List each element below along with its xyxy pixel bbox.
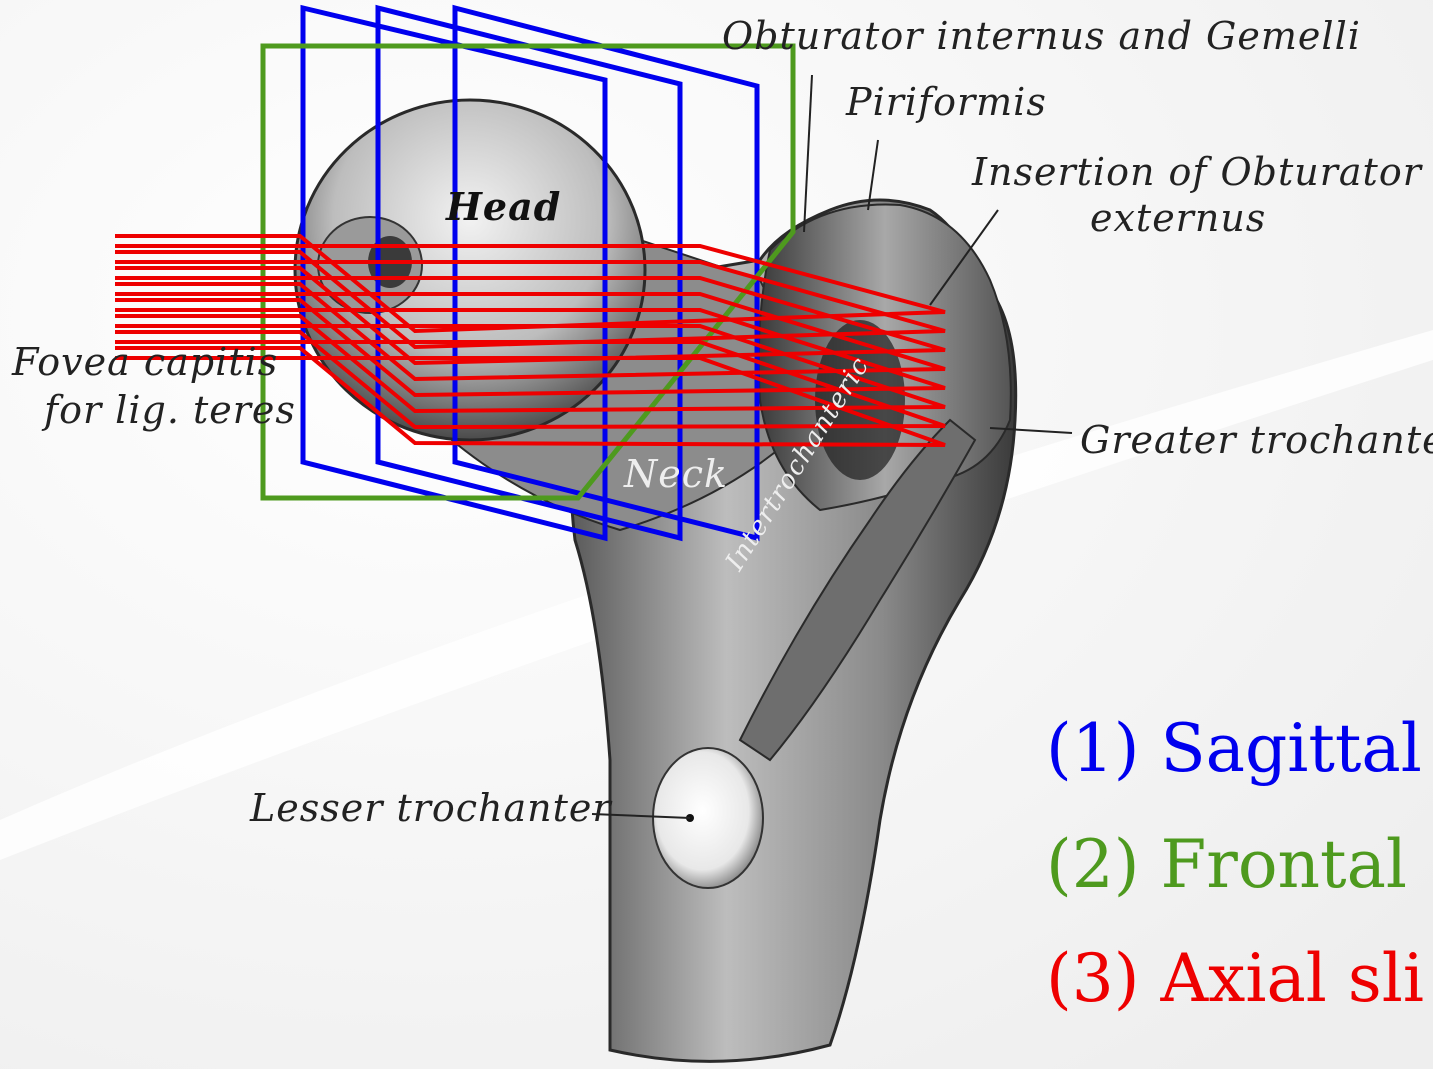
legend-axial: (3) Axial sli <box>1046 940 1424 1017</box>
label-head: Head <box>446 184 561 229</box>
legend-frontal: (2) Frontal <box>1046 826 1407 903</box>
label-obturator-externus-2: externus <box>1090 196 1266 240</box>
label-neck: Neck <box>624 452 728 496</box>
label-fovea-2: for lig. teres <box>44 388 296 432</box>
label-greater-trochanter: Greater trochanter <box>1080 418 1433 462</box>
label-fovea-1: Fovea capitis <box>12 340 278 384</box>
legend-sagittal: (1) Sagittal <box>1046 710 1422 787</box>
label-obturator-internus: Obturator internus and Gemelli <box>722 14 1361 58</box>
label-lesser-trochanter: Lesser trochanter <box>250 786 612 830</box>
label-obturator-externus-1: Insertion of Obturator <box>972 150 1422 194</box>
label-piriformis: Piriformis <box>846 80 1047 124</box>
